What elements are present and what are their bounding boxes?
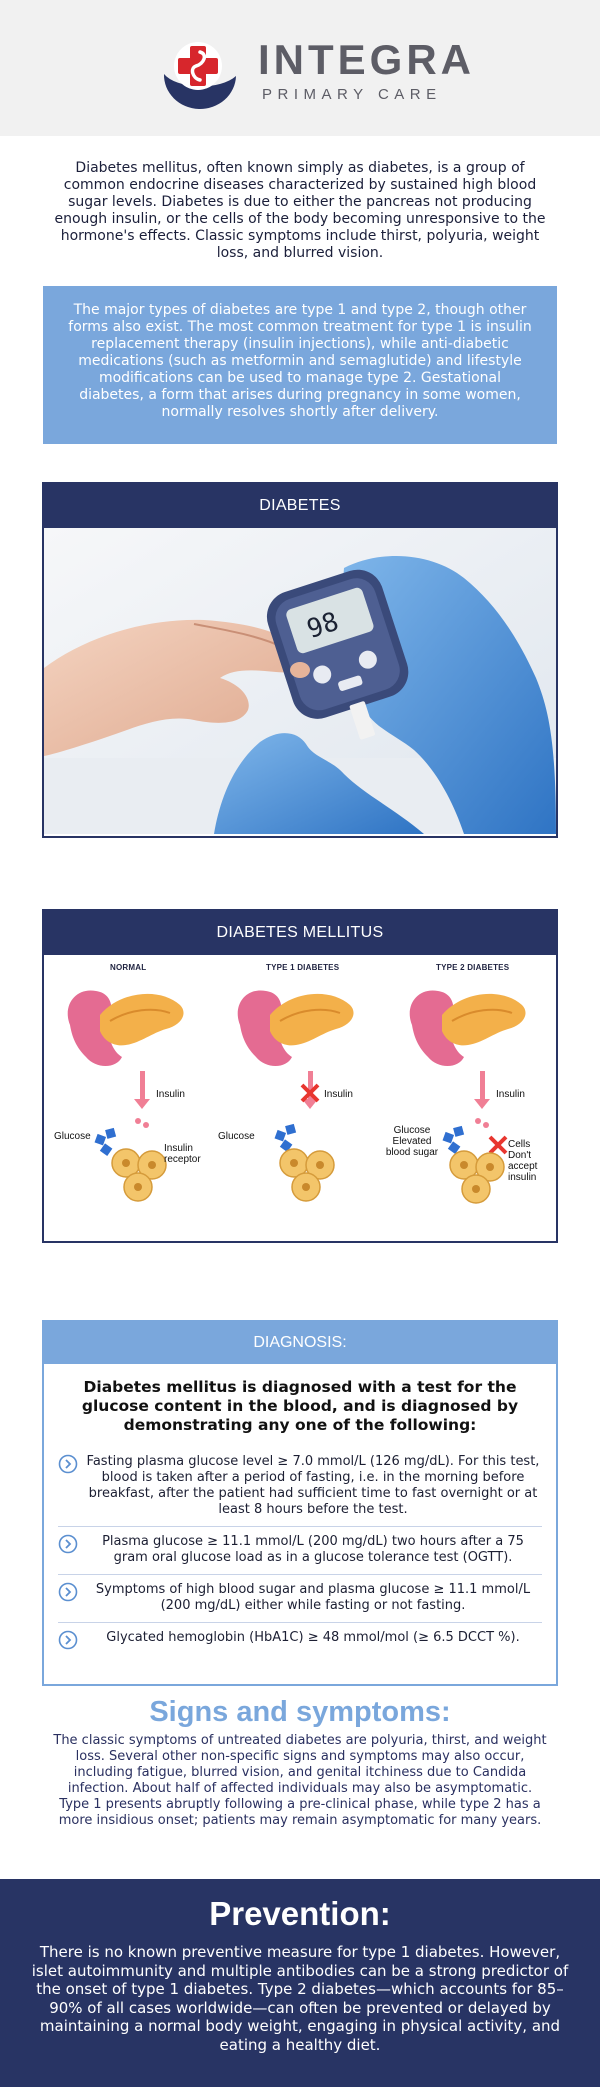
pancreas-insulin-diagram: NORMAL TYPE 1 DIABETES TYPE 2 DIABETES	[44, 955, 556, 1239]
brand-logo[interactable]: INTEGRA PRIMARY CARE	[150, 24, 471, 112]
chevron-right-circle-icon	[58, 1582, 78, 1602]
diabetes-card-title: DIABETES	[44, 484, 556, 528]
brand-name: INTEGRA	[258, 36, 475, 83]
intro-paragraph: Diabetes mellitus, often known simply as…	[54, 160, 546, 261]
list-item: Glycated hemoglobin (HbA1C) ≥ 48 mmol/mo…	[58, 1623, 542, 1658]
prevention-text: There is no known preventive measure for…	[31, 1943, 569, 2054]
label-insulin-type2: Insulin	[496, 1089, 525, 1100]
chevron-right-circle-icon	[58, 1534, 78, 1554]
label-glucose-type1: Glucose	[218, 1131, 255, 1142]
list-item: Plasma glucose ≥ 11.1 mmol/L (200 mg/dL)…	[58, 1527, 542, 1575]
diagnosis-criteria-list: Fasting plasma glucose level ≥ 7.0 mmol/…	[58, 1447, 542, 1658]
brand-tagline: PRIMARY CARE	[262, 86, 442, 103]
blocked-x-icon	[300, 1083, 320, 1103]
diabetes-card: DIABETES	[42, 482, 558, 838]
signs-title: Signs and symptoms:	[149, 1696, 451, 1728]
glucose-meter-illustration: 98	[44, 528, 556, 834]
column-title-type1: TYPE 1 DIABETES	[266, 963, 340, 972]
prevention-title: Prevention:	[209, 1895, 391, 1932]
diagram-graphics	[66, 989, 527, 1204]
types-info-box: The major types of diabetes are type 1 a…	[43, 286, 557, 444]
column-title-type2: TYPE 2 DIABETES	[436, 963, 510, 972]
label-insulin-normal: Insulin	[156, 1089, 185, 1100]
header: INTEGRA PRIMARY CARE	[0, 0, 600, 136]
list-item: Fasting plasma glucose level ≥ 7.0 mmol/…	[58, 1447, 542, 1527]
diagnosis-title: DIAGNOSIS:	[44, 1322, 556, 1364]
criterion-text: Glycated hemoglobin (HbA1C) ≥ 48 mmol/mo…	[106, 1630, 520, 1645]
label-glucose-normal: Glucose	[54, 1131, 91, 1142]
label-glucose-elevated: Glucose Elevated blood sugar	[385, 1125, 439, 1158]
diabetes-mellitus-title: DIABETES MELLITUS	[44, 911, 556, 955]
diabetes-mellitus-card: DIABETES MELLITUS NORMAL TYPE 1 DIABETES…	[42, 909, 558, 1243]
label-insulin-receptor: Insulin receptor	[164, 1143, 201, 1165]
label-cells-dont-accept: Cells Don't accept insulin	[508, 1139, 538, 1183]
chevron-right-circle-icon	[58, 1454, 78, 1474]
medical-cross-logo-icon	[161, 27, 236, 109]
list-item: Symptoms of high blood sugar and plasma …	[58, 1575, 542, 1623]
criterion-text: Symptoms of high blood sugar and plasma …	[95, 1582, 531, 1613]
glucose-meter-photo: 98	[44, 528, 556, 834]
criterion-text: Fasting plasma glucose level ≥ 7.0 mmol/…	[86, 1454, 540, 1517]
signs-text: The classic symptoms of untreated diabet…	[53, 1733, 547, 1828]
column-title-normal: NORMAL	[110, 963, 147, 972]
chevron-right-circle-icon	[58, 1630, 78, 1650]
diagnosis-lead: Diabetes mellitus is diagnosed with a te…	[81, 1378, 519, 1434]
diagnosis-card: DIAGNOSIS: Diabetes mellitus is diagnose…	[42, 1320, 558, 1686]
prevention-section: Prevention: There is no known preventive…	[0, 1879, 600, 2087]
label-insulin-type1: Insulin	[324, 1089, 353, 1100]
criterion-text: Plasma glucose ≥ 11.1 mmol/L (200 mg/dL)…	[102, 1534, 524, 1565]
